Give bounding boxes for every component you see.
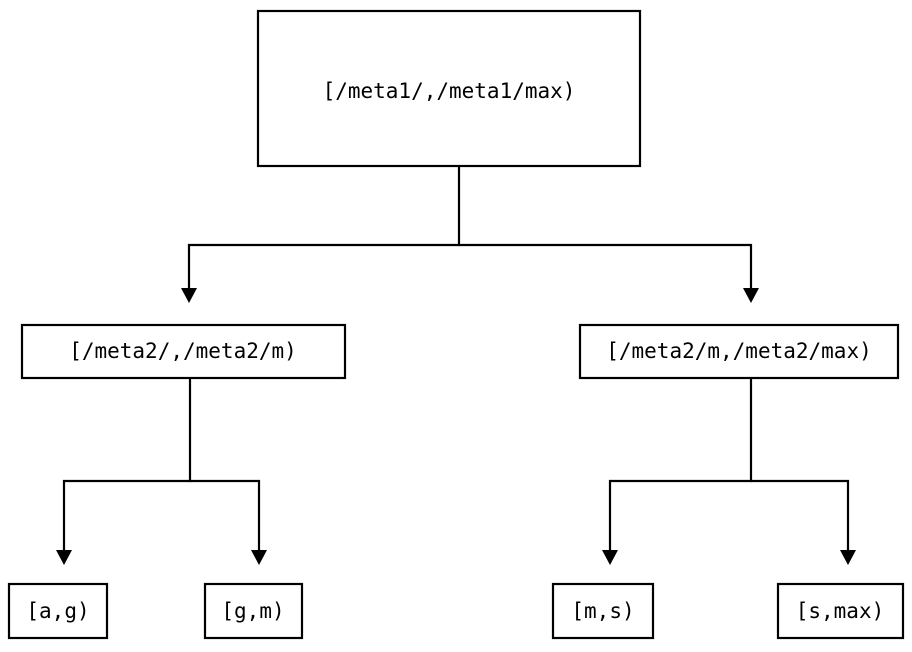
node-leaf-3-box: [551, 582, 655, 640]
node-mid-left[interactable]: [/meta2/,/meta2/m): [20, 323, 347, 380]
node-mid-left-box: [20, 323, 347, 380]
arrowhead-icon: [840, 550, 856, 565]
node-mid-right-box: [578, 323, 900, 380]
node-leaf-2[interactable]: [g,m): [203, 582, 304, 640]
node-leaf-2-box: [203, 582, 304, 640]
edge-mid-left-to-leaf-2: [190, 479, 267, 565]
node-root-label: [/meta1/,/meta1/max): [323, 79, 576, 103]
node-mid-left-label: [/meta2/,/meta2/m): [69, 339, 297, 363]
arrowhead-icon: [56, 550, 72, 565]
edge-path: [751, 479, 850, 550]
arrowhead-icon: [602, 550, 618, 565]
edge-path: [62, 378, 192, 550]
node-leaf-3-label: [m,s): [571, 599, 634, 623]
node-mid-right-label: [/meta2/m,/meta2/max): [606, 339, 872, 363]
node-leaf-1-label: [a,g): [26, 599, 89, 623]
node-leaf-2-label: [g,m): [221, 599, 284, 623]
node-leaf-1[interactable]: [a,g): [7, 582, 109, 640]
node-mid-right[interactable]: [/meta2/m,/meta2/max): [578, 323, 900, 380]
node-leaf-4[interactable]: [s,max): [776, 582, 905, 640]
edge-root-to-mid-left: [181, 166, 461, 303]
arrowhead-icon: [251, 550, 267, 565]
node-leaf-1-box: [7, 582, 109, 640]
edge-root-to-mid-right: [459, 243, 759, 303]
node-leaf-4-label: [s,max): [796, 599, 885, 623]
node-leaf-4-box: [776, 582, 905, 640]
edge-mid-left-to-leaf-1: [56, 378, 192, 565]
edge-mid-right-to-leaf-3: [602, 378, 753, 565]
edge-path: [190, 479, 261, 550]
node-root[interactable]: [/meta1/,/meta1/max): [256, 9, 642, 168]
edge-mid-right-to-leaf-4: [751, 479, 856, 565]
node-root-box: [256, 9, 642, 168]
edge-path: [459, 243, 753, 288]
node-leaf-3[interactable]: [m,s): [551, 582, 655, 640]
arrowhead-icon: [743, 288, 759, 303]
edge-path: [187, 166, 461, 288]
edge-path: [608, 378, 753, 550]
arrowhead-icon: [181, 288, 197, 303]
